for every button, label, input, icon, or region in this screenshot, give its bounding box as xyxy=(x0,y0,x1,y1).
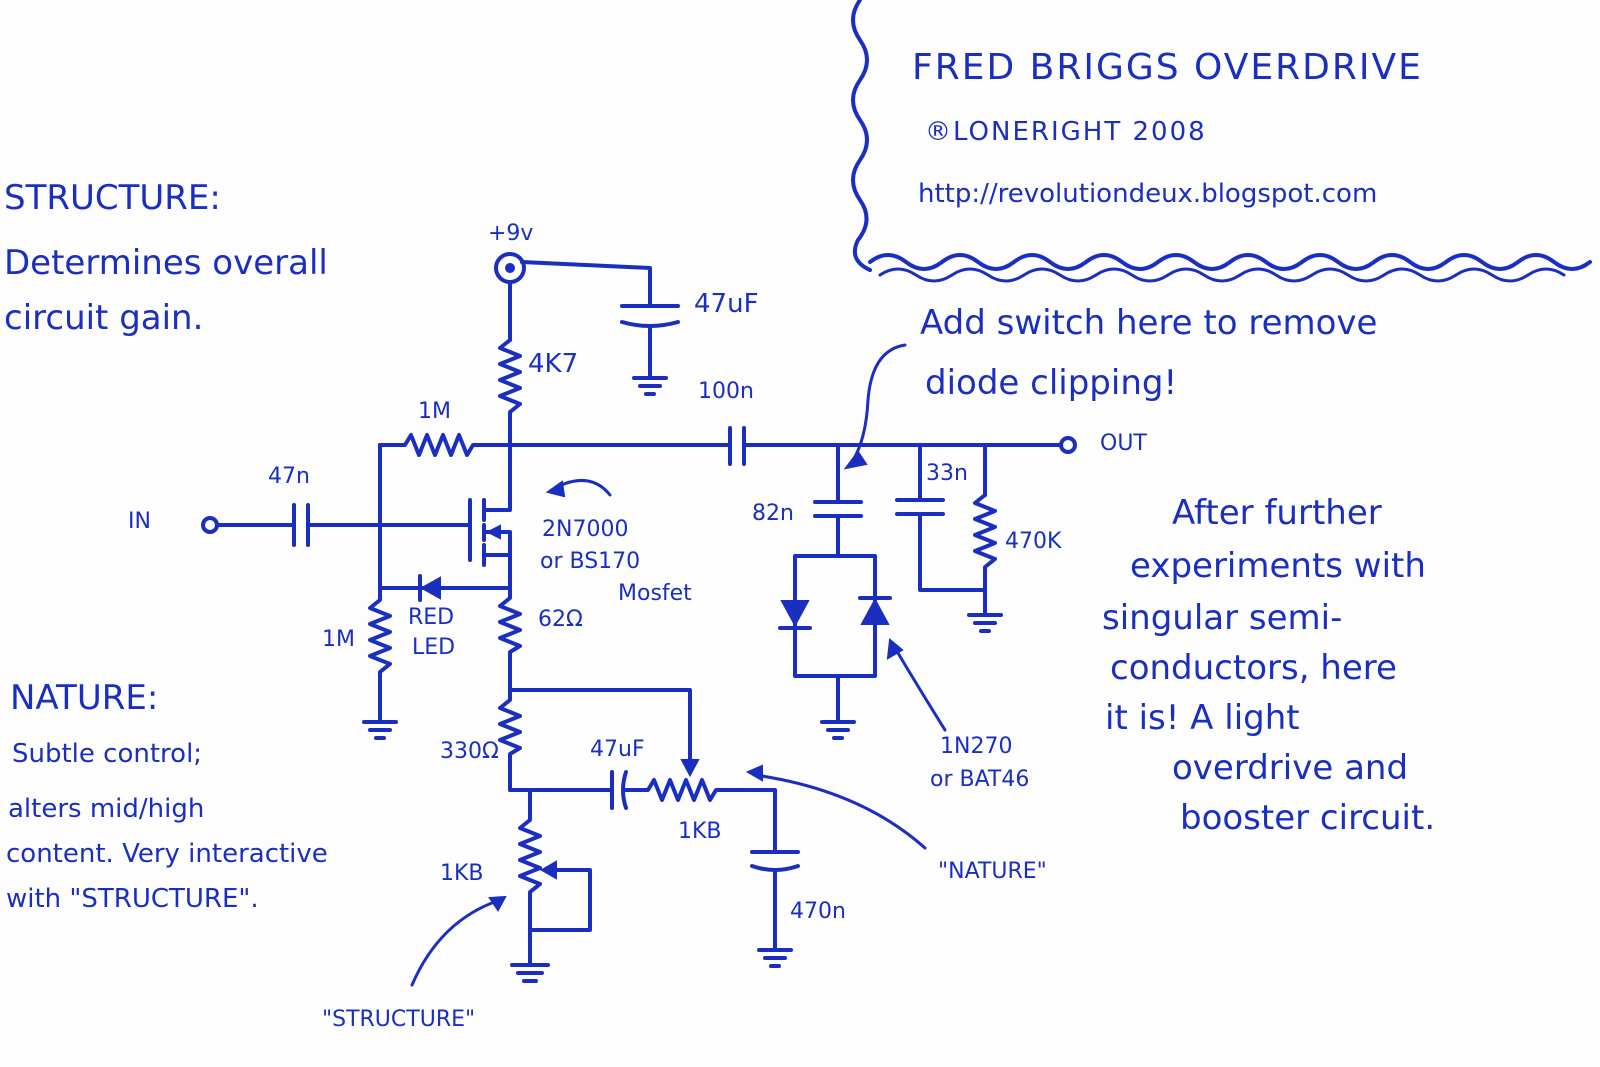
title-border-vertical xyxy=(851,0,872,272)
in-terminal xyxy=(201,516,219,534)
cap-100n xyxy=(728,426,746,466)
resistor-470k xyxy=(973,493,997,617)
label-supply: +9v xyxy=(488,221,534,246)
diode-pointer xyxy=(893,646,947,732)
ground-icon-470k xyxy=(967,613,1003,633)
diode-loop xyxy=(793,514,877,678)
structure-pointer-head xyxy=(488,895,507,912)
switch-note-2: diode clipping! xyxy=(925,363,1178,403)
structure-desc-1: Determines overall xyxy=(4,243,328,283)
label-cap-out: 100n xyxy=(698,379,754,404)
label-nature: "NATURE" xyxy=(938,859,1047,884)
label-r-drain: 4K7 xyxy=(528,349,579,379)
label-r-470k: 470K xyxy=(1005,529,1062,554)
cap-33n xyxy=(895,498,945,516)
label-pot-nature: 1KB xyxy=(678,819,722,844)
ground-icon-diode xyxy=(820,720,856,740)
mosfet-drain xyxy=(482,443,512,512)
nature-pointer-head xyxy=(745,764,763,782)
mosfet-pointer-head xyxy=(545,480,566,498)
label-diode-1: 1N270 xyxy=(940,734,1013,759)
nature-wiper-arrow xyxy=(680,759,700,778)
out-terminal xyxy=(1059,436,1077,454)
diode-left xyxy=(780,600,810,628)
diode-right xyxy=(860,597,890,625)
cap-82n xyxy=(813,500,863,518)
wire-supply-cap xyxy=(520,260,652,308)
cap-470n xyxy=(750,850,800,872)
label-cap-in: 47n xyxy=(268,464,310,489)
led-triangle xyxy=(419,576,441,600)
label-mosfet-2: or BS170 xyxy=(540,549,641,574)
nature-heading: NATURE: xyxy=(10,678,159,718)
after-note-7: booster circuit. xyxy=(1180,798,1436,838)
label-structure: "STRUCTURE" xyxy=(322,1007,476,1032)
mosfet-arrow xyxy=(485,524,501,540)
wire-to-nature-pot xyxy=(508,688,692,767)
switch-pointer xyxy=(850,343,907,464)
pot-structure xyxy=(518,788,592,932)
nature-desc-2: alters mid/high xyxy=(8,794,205,824)
supply-terminal-dot xyxy=(505,263,515,273)
title-border-horizontal xyxy=(868,253,1592,271)
cap-47n xyxy=(292,503,310,547)
ground-icon-supply xyxy=(632,376,668,396)
after-note-6: overdrive and xyxy=(1172,748,1409,788)
resistor-62 xyxy=(498,586,522,692)
nature-pointer xyxy=(753,773,927,850)
structure-wiper-arrow xyxy=(539,860,557,880)
ground-icon-structure xyxy=(510,963,550,983)
label-cap-clip: 82n xyxy=(752,501,794,526)
title-border-horizontal-2 xyxy=(878,267,1566,283)
label-pot-structure: 1KB xyxy=(440,861,484,886)
mosfet-source xyxy=(482,553,512,590)
copyright-text: ®LONERIGHT 2008 xyxy=(925,117,1207,147)
ground-icon-bias xyxy=(362,720,398,740)
cap-nature xyxy=(610,770,628,810)
nature-desc-4: with "STRUCTURE". xyxy=(6,884,259,914)
structure-desc-2: circuit gain. xyxy=(4,298,204,338)
after-note-1: After further xyxy=(1172,493,1382,533)
wire-tone xyxy=(918,443,987,502)
title-text: FRED BRIGGS OVERDRIVE xyxy=(912,47,1423,88)
resistor-4k7 xyxy=(498,338,522,447)
label-led-1: RED xyxy=(408,605,455,630)
after-note-3: singular semi- xyxy=(1102,598,1343,638)
switch-note-1: Add switch here to remove xyxy=(920,303,1378,343)
label-r-feedback: 1M xyxy=(418,399,451,424)
after-note-2: experiments with xyxy=(1130,546,1426,586)
label-r-330: 330Ω xyxy=(440,739,499,764)
resistor-330 xyxy=(498,688,522,792)
label-cap-nature: 47uF xyxy=(590,737,645,762)
label-in: IN xyxy=(128,509,151,534)
label-mosfet-1: 2N7000 xyxy=(542,517,629,542)
label-led-2: LED xyxy=(412,635,456,660)
ground-icon-470n xyxy=(757,948,793,968)
nature-desc-3: content. Very interactive xyxy=(6,839,328,869)
label-diode-2: or BAT46 xyxy=(930,767,1030,792)
label-cap-33: 33n xyxy=(926,461,968,486)
label-cap-470: 470n xyxy=(790,899,846,924)
nature-desc-1: Subtle control; xyxy=(12,739,203,769)
pot-nature xyxy=(624,778,777,854)
switch-pointer-head xyxy=(843,450,868,470)
wire-33n-ground xyxy=(918,512,987,592)
label-r-bias: 1M xyxy=(322,627,355,652)
structure-pointer xyxy=(410,898,502,987)
structure-heading: STRUCTURE: xyxy=(4,178,221,218)
label-out: OUT xyxy=(1100,431,1147,456)
after-note-5: it is! A light xyxy=(1105,698,1300,738)
resistor-1m-bias xyxy=(368,588,392,724)
after-note-4: conductors, here xyxy=(1110,648,1397,688)
label-cap-supply: 47uF xyxy=(694,289,759,319)
url-text[interactable]: http://revolutiondeux.blogspot.com xyxy=(918,179,1378,209)
label-r-source: 62Ω xyxy=(538,607,583,632)
resistor-1m-feedback xyxy=(378,433,732,457)
diode-pointer-head xyxy=(886,638,904,660)
label-mosfet-3: Mosfet xyxy=(618,581,692,606)
